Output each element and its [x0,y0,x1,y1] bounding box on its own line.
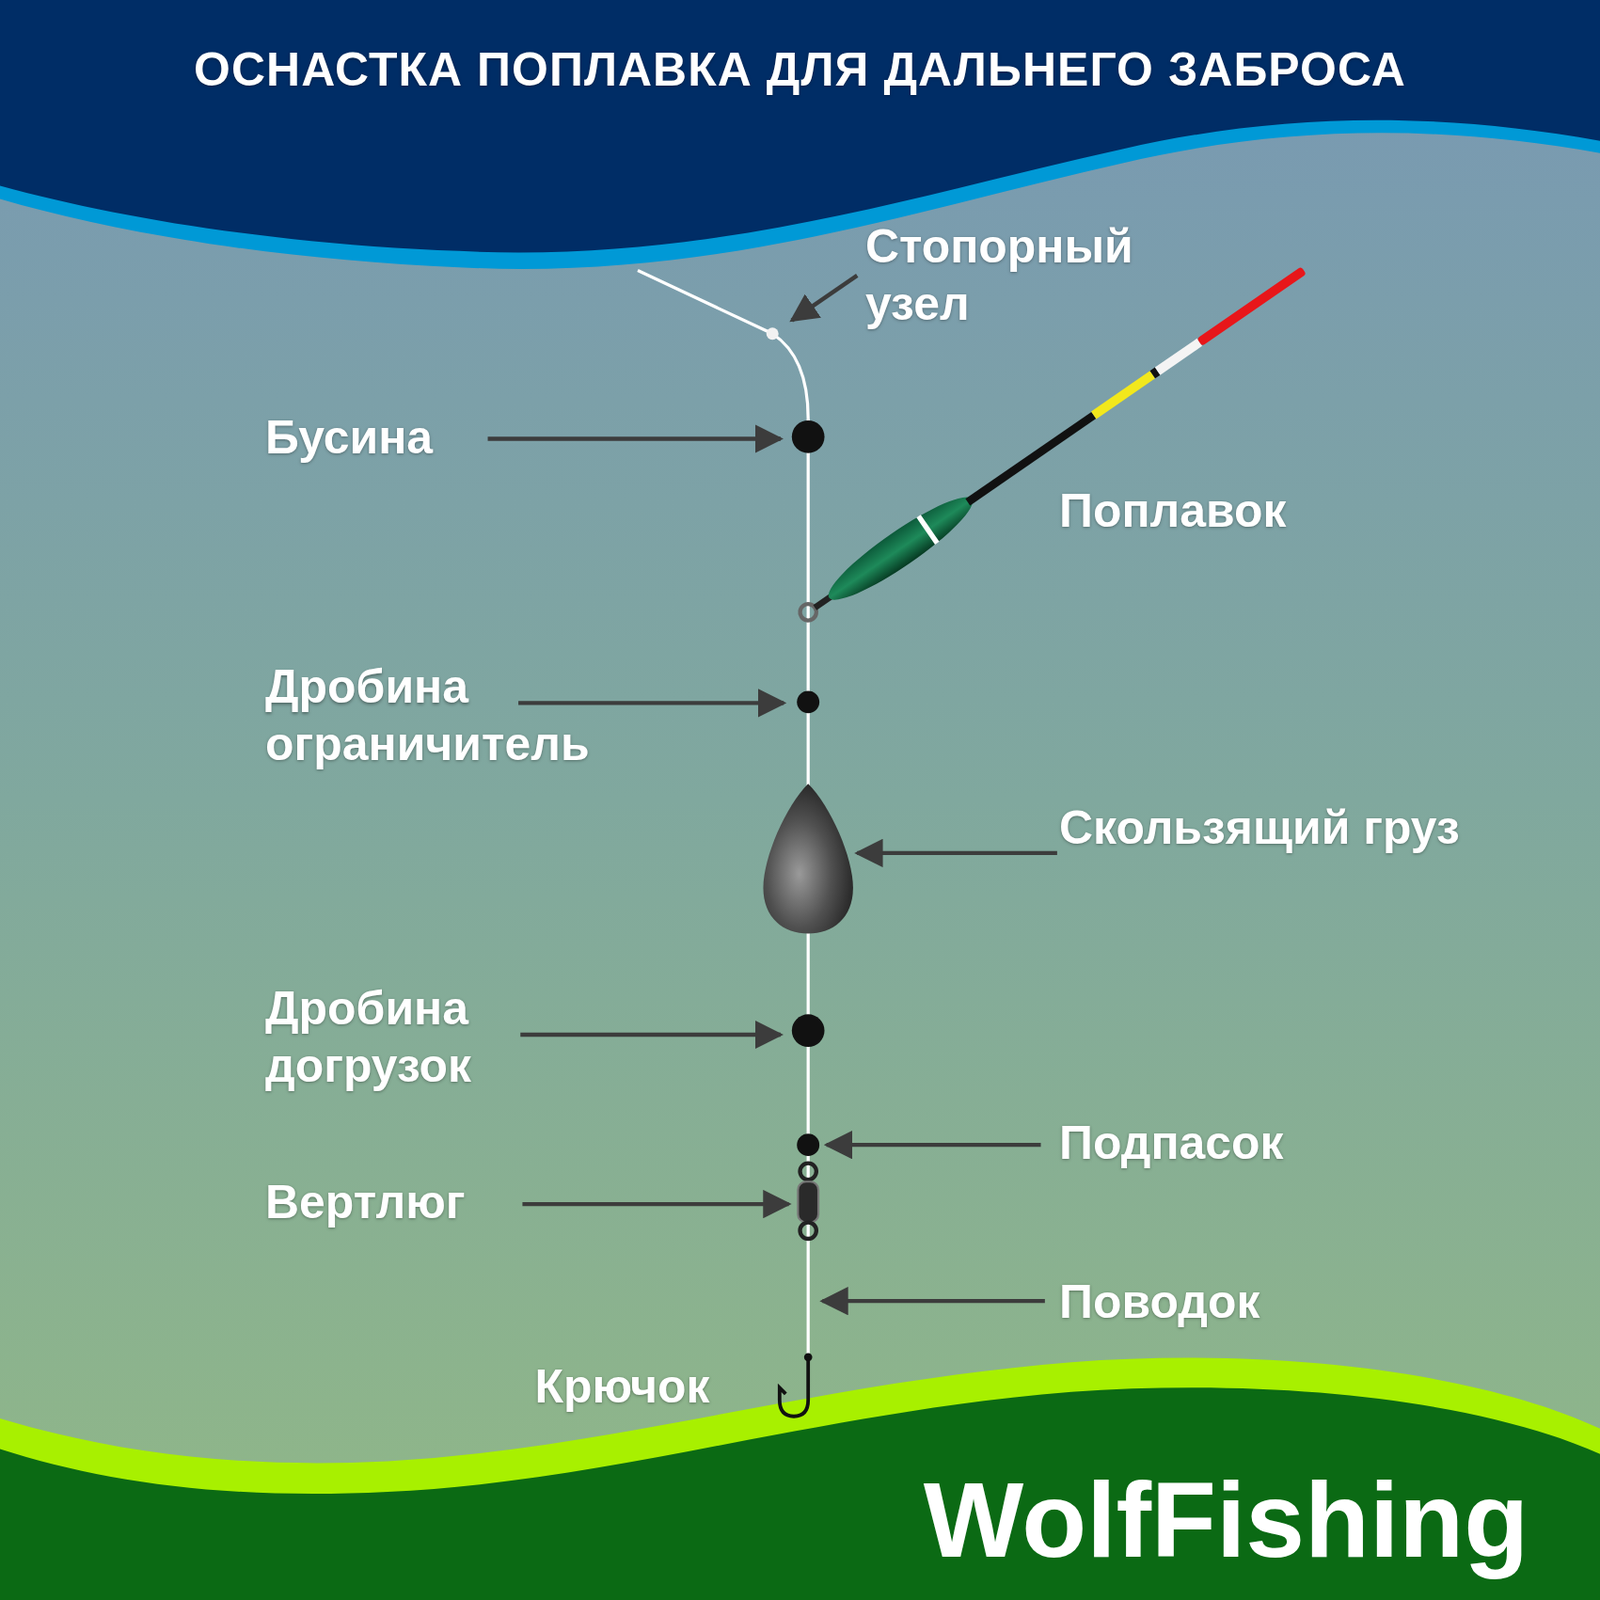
part-label: Стопорный узел [865,217,1203,332]
part-label: Скользящий груз [1059,798,1468,856]
part-label: Крючок [534,1357,779,1415]
part-label: Поводок [1059,1272,1489,1331]
part-label: Поплавок [1059,481,1489,539]
watermark: WolfFishing [923,1458,1587,1582]
part-label: Дробина догрузок [265,979,571,1094]
part-label: Подпасок [1059,1114,1489,1173]
part-label: Дробина ограничитель [265,658,704,773]
part-label: Вертлюг [265,1173,571,1232]
part-label: Бусина [265,408,571,466]
diagram-title: ОСНАСТКА ПОПЛАВКА ДЛЯ ДАЛЬНЕГО ЗАБРОСА [0,40,1600,98]
